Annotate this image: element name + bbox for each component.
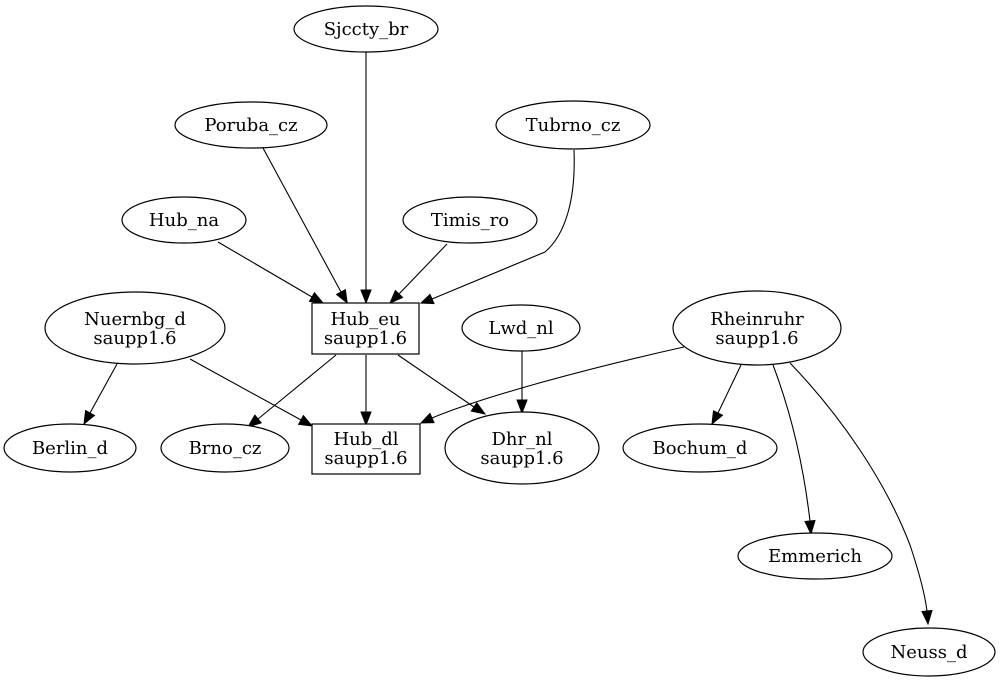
node-label: Tubrno_cz — [526, 115, 621, 136]
edge-sjccty-to-hubeu — [360, 52, 372, 305]
nodes: Sjccty_br Poruba_cz Tubrno_cz Hub_na Tim… — [3, 5, 996, 677]
edge-rheinruhr-to-bochum — [711, 364, 742, 426]
node-label: Neuss_d — [891, 642, 968, 663]
node-sublabel: saupp1.6 — [480, 448, 563, 469]
node-label: Hub_dl — [333, 429, 398, 450]
node-sublabel: saupp1.6 — [324, 448, 407, 469]
node-hub-dl: Hub_dl saupp1.6 — [311, 423, 421, 475]
node-label: Nuernbg_d — [84, 309, 186, 330]
node-timis-ro: Timis_ro — [402, 196, 538, 244]
node-label: Hub_na — [149, 210, 219, 231]
node-lwd-nl: Lwd_nl — [461, 304, 581, 352]
edge-timis-to-hubeu — [389, 243, 448, 304]
node-label: Poruba_cz — [204, 115, 297, 136]
node-sublabel: saupp1.6 — [324, 328, 407, 349]
edge-poruba-to-hubeu — [262, 147, 348, 305]
node-label: Brno_cz — [189, 438, 262, 459]
node-rheinruhr: Rheinruhr saupp1.6 — [672, 290, 842, 366]
node-neuss-d: Neuss_d — [862, 627, 996, 677]
edge-nuernbg-to-berlin — [83, 363, 118, 426]
node-label: Timis_ro — [431, 210, 509, 231]
edge-rheinruhr-to-emmerich — [772, 364, 816, 536]
node-tubrno-cz: Tubrno_cz — [495, 100, 651, 150]
node-label: Dhr_nl — [492, 429, 553, 450]
node-berlin-d: Berlin_d — [3, 423, 137, 473]
node-brno-cz: Brno_cz — [160, 423, 290, 473]
node-label: Sjccty_br — [324, 19, 409, 40]
node-sublabel: saupp1.6 — [93, 328, 176, 349]
node-sjccty-br: Sjccty_br — [293, 5, 439, 53]
edge-rheinruhr-to-hubdl — [419, 346, 685, 424]
edge-hubeu-to-dhr — [397, 354, 487, 415]
node-label: Berlin_d — [32, 438, 108, 459]
node-bochum-d: Bochum_d — [622, 423, 778, 473]
edges — [83, 52, 933, 626]
edge-tubrno-to-hubeu — [419, 149, 575, 305]
node-label: Bochum_d — [653, 438, 748, 459]
node-dhr-nl: Dhr_nl saupp1.6 — [444, 411, 600, 485]
node-hub-na: Hub_na — [121, 196, 247, 244]
edge-hubna-to-hubeu — [217, 241, 325, 304]
node-nuernbg-d: Nuernbg_d saupp1.6 — [44, 291, 226, 365]
node-emmerich: Emmerich — [737, 532, 893, 580]
node-poruba-cz: Poruba_cz — [174, 101, 328, 149]
edge-hubeu-to-brno — [246, 354, 337, 428]
node-label: Hub_eu — [330, 309, 400, 330]
node-sublabel: saupp1.6 — [715, 328, 798, 349]
edge-lwd-to-dhr — [516, 351, 528, 415]
edge-hubeu-to-hubdl — [360, 355, 372, 427]
edge-rheinruhr-to-neuss — [789, 362, 933, 626]
edge-nuernbg-to-hubdl — [189, 358, 314, 427]
node-hub-eu: Hub_eu saupp1.6 — [311, 302, 420, 355]
node-label: Rheinruhr — [710, 309, 804, 330]
node-label: Emmerich — [768, 546, 862, 567]
node-label: Lwd_nl — [488, 318, 553, 339]
